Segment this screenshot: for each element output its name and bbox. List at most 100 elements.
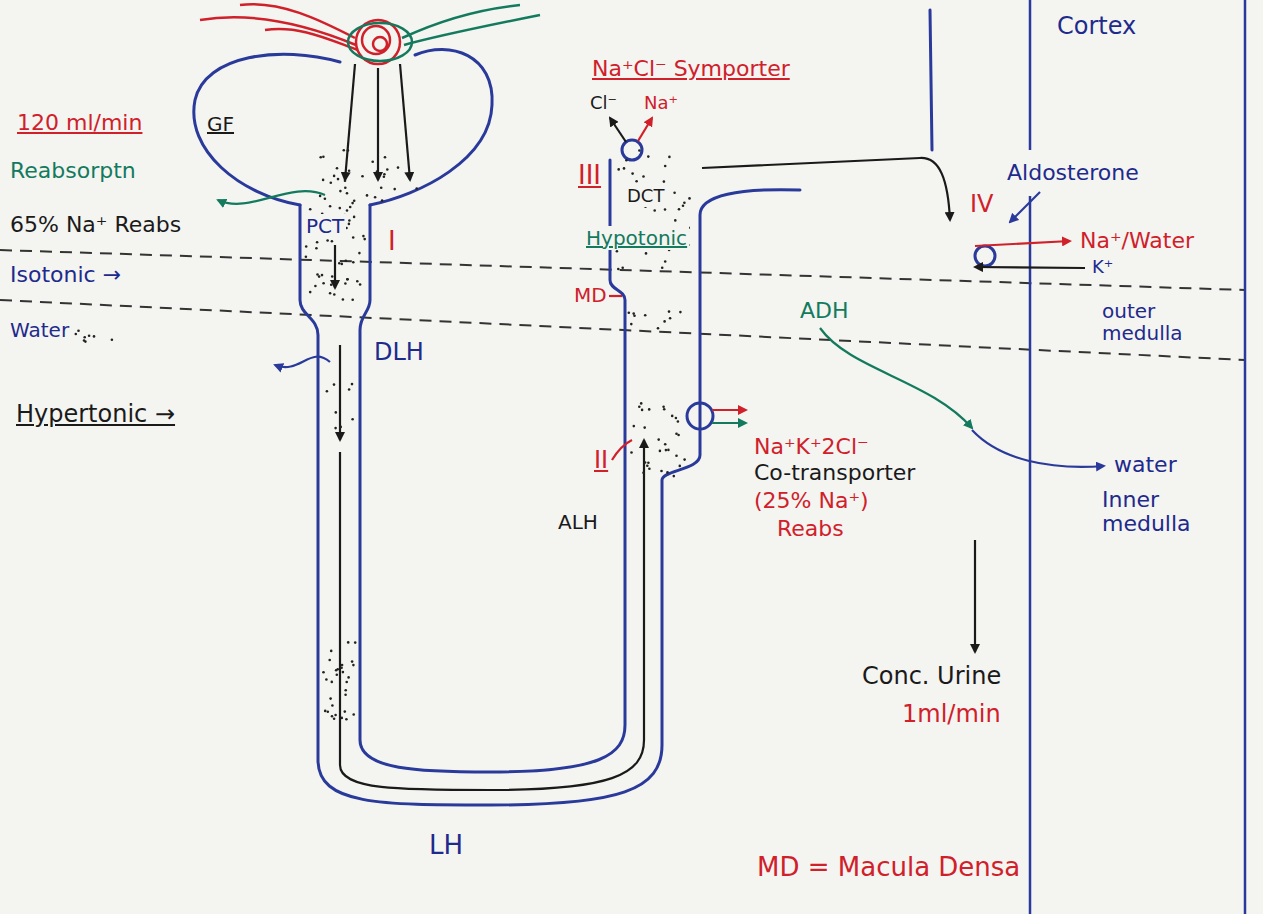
annotation-label: Na⁺/Water (1078, 228, 1196, 254)
filtrate-dot (663, 320, 666, 323)
filtrate-dot (341, 263, 344, 266)
annotation-label: ADH (798, 298, 851, 324)
filtrate-dot (625, 159, 628, 162)
filtrate-dot (675, 417, 678, 420)
filtrate-dot (345, 718, 348, 721)
filtrate-dot (333, 383, 336, 386)
filtrate-dot (647, 461, 650, 464)
filtrate-dot (344, 710, 347, 713)
filtrate-dot (663, 180, 666, 183)
filtrate-dot (329, 292, 332, 295)
filtrate-dot (630, 323, 633, 326)
filtrate-dot (648, 408, 651, 411)
annotation-label: Reabsorptn (8, 158, 138, 184)
filtrate-dot (339, 190, 342, 193)
annotation-label: PCT (304, 214, 346, 238)
filtrate-dot (351, 298, 354, 301)
filtrate-dot (346, 278, 349, 281)
filtrate-dot (671, 415, 674, 418)
filtrate-dot (341, 664, 344, 667)
filtrate-dot (648, 467, 651, 470)
flow-arrows (218, 64, 1104, 790)
filtrate-dot (349, 206, 352, 209)
filtrate-dot (316, 273, 319, 276)
filtrate-dot (657, 327, 660, 330)
filtrate-dot (344, 179, 347, 182)
filtrate-dot (314, 285, 317, 288)
filtrate-dot (331, 275, 334, 278)
filtrate-dot (324, 710, 327, 713)
filtrate-dot (348, 219, 351, 222)
filtrate-dot (351, 202, 354, 205)
filtrate-dot (322, 671, 325, 674)
annotation-label: Water (8, 318, 71, 342)
annotation-label: 120 ml/min (15, 110, 144, 136)
annotation-label: Cortex (1055, 12, 1138, 41)
filtrate-dot (335, 669, 338, 672)
filtrate-dot (623, 167, 626, 170)
filtrate-dot (351, 383, 354, 386)
filtrate-dot (682, 204, 685, 207)
filtrate-dot (324, 198, 327, 201)
annotation-label: (25% Na⁺) (752, 488, 871, 514)
filtrate-dot (84, 340, 87, 343)
filtrate-dot (677, 420, 680, 423)
zone-border (1030, 0, 1245, 914)
filtrate-dot (347, 641, 350, 644)
annotation-label: Co-transporter (752, 460, 917, 486)
filtrate-dot (321, 274, 324, 277)
filtrate-dot (326, 390, 329, 393)
filtrate-dot (668, 156, 671, 159)
filtrate-dot (316, 241, 319, 244)
filtrate-dot (318, 275, 321, 278)
filtrate-dot (319, 156, 322, 159)
filtrate-dot (325, 678, 328, 681)
filtrate-dot (339, 207, 342, 210)
filtrate-dot (333, 175, 336, 178)
filtrate-dot (664, 208, 667, 211)
filtrate-dot (347, 676, 350, 679)
filtrate-dot (346, 192, 349, 195)
annotation-label: K⁺ (1090, 256, 1115, 278)
filtrate-dot (111, 339, 114, 342)
annotation-label: Na⁺K⁺2Cl⁻ (752, 434, 871, 460)
filtrate-dot (617, 168, 620, 171)
filtrate-dot (635, 180, 638, 183)
filtrate-dot (628, 311, 631, 314)
annotation-label: III (576, 160, 603, 191)
filtrate-dot (333, 293, 336, 296)
filtrate-dot (415, 187, 418, 190)
filtrate-dot (674, 219, 677, 222)
filtrate-dot (366, 194, 369, 197)
filtrate-dot (669, 317, 672, 320)
filtrate-dot (678, 208, 681, 211)
annotation-label: Inner medulla (1100, 488, 1224, 536)
filtrate-dot (641, 409, 644, 412)
filtrate-dot (381, 199, 384, 202)
filtrate-dot (334, 427, 337, 430)
filtrate-dot (665, 449, 668, 452)
filtrate-dot (383, 176, 386, 179)
filtrate-dot (331, 715, 334, 718)
filtrate-dot (338, 262, 341, 265)
filtrate-dot (633, 314, 636, 317)
filtrate-dot (339, 426, 342, 429)
filtrate-dot (344, 186, 347, 189)
filtrate-dot (88, 334, 91, 337)
filtrate-dot (322, 156, 325, 159)
filtrate-dot (673, 475, 676, 478)
filtrate-dot (683, 458, 686, 461)
filtrate-dot (336, 673, 339, 676)
filtrate-dot (374, 196, 377, 199)
filtrate-dot (346, 278, 349, 281)
filtrate-dot (331, 681, 334, 684)
filtrate-dot (666, 471, 669, 474)
annotation-label: Isotonic → (8, 262, 123, 288)
annotation-label: water (1112, 452, 1179, 478)
glomerulus (200, 4, 540, 64)
filtrate-dot (340, 666, 343, 669)
filtrate-dot (353, 199, 356, 202)
filtrate-dot (688, 197, 691, 200)
filtrate-dot (346, 209, 349, 212)
